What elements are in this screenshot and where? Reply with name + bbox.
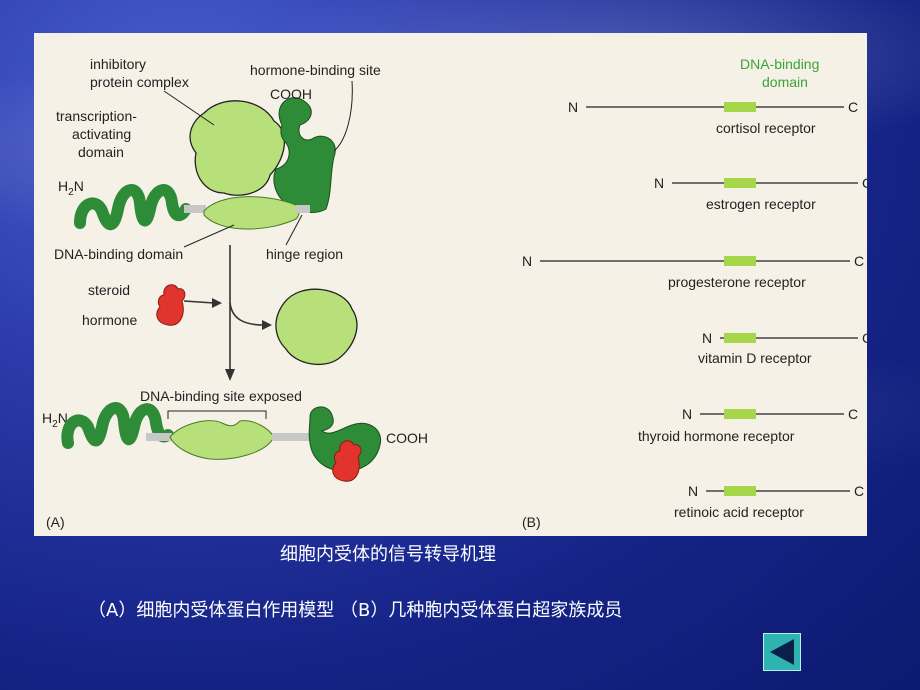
retinoic-c: C	[854, 483, 864, 499]
transcription-domain-bottom	[61, 402, 174, 449]
pointer-dna-domain	[183, 224, 235, 248]
label-cooh-bottom: COOH	[386, 430, 428, 446]
receptor-figure: inhibitory protein complex hormone-bindi…	[34, 33, 867, 536]
cortisol-c: C	[848, 99, 858, 115]
label-steroid-2: hormone	[82, 312, 137, 328]
hormone-arrow-head	[212, 298, 222, 308]
figure-svg: inhibitory protein complex hormone-bindi…	[42, 56, 867, 530]
label-dna-binding-domain: DNA-binding domain	[54, 246, 183, 262]
progesterone-n: N	[522, 253, 532, 269]
back-button[interactable]	[763, 633, 801, 671]
cortisol-n: N	[568, 99, 578, 115]
bound-steroid-hormone	[332, 440, 362, 482]
steroid-hormone	[156, 284, 186, 326]
vitamin-d-n: N	[702, 330, 712, 346]
receptor-label-vitamin-d: vitamin D receptor	[698, 350, 812, 366]
panel-a-label: (A)	[46, 514, 65, 530]
hinge-top	[296, 205, 310, 213]
bracket-exposed	[167, 410, 267, 419]
caption-subtitle: （A）细胞内受体蛋白作用模型 （B）几种胞内受体蛋白超家族成员	[88, 600, 623, 621]
label-transcription-3: domain	[78, 144, 124, 160]
label-h2n-top: H2N	[58, 178, 84, 198]
receptor-label-progesterone: progesterone receptor	[668, 274, 806, 290]
hormone-arrow	[183, 300, 215, 304]
pointer-hinge	[285, 214, 303, 246]
release-arrow	[229, 302, 265, 326]
label-dna-binding-2: domain	[762, 74, 808, 90]
dna-binding-domain-bottom	[169, 420, 275, 460]
flow-arrow-head	[225, 369, 235, 381]
progesterone-dna-domain	[724, 256, 756, 266]
transcription-domain-top	[74, 184, 192, 231]
hinge-bottom	[272, 433, 312, 441]
label-h2n-bottom: H2N	[42, 410, 68, 430]
linker-bottom	[146, 433, 172, 441]
panel-b-label: (B)	[522, 514, 541, 530]
retinoic-n: N	[688, 483, 698, 499]
label-steroid-1: steroid	[88, 282, 130, 298]
triangle-left-icon	[770, 639, 794, 665]
label-transcription-2: activating	[72, 126, 131, 142]
receptor-label-estrogen: estrogen receptor	[706, 196, 816, 212]
label-transcription-1: transcription-	[56, 108, 137, 124]
thyroid-dna-domain	[724, 409, 756, 419]
pointer-hormone-binding	[333, 80, 353, 152]
hormone-binding-domain-bottom	[308, 406, 382, 472]
linker-top	[184, 205, 206, 213]
label-hormone-binding: hormone-binding site	[250, 62, 381, 78]
hormone-binding-domain-top	[273, 97, 336, 213]
pointer-inhibitory	[163, 90, 215, 126]
inhibitory-protein-blob	[189, 100, 285, 196]
estrogen-dna-domain	[724, 178, 756, 188]
progesterone-c: C	[854, 253, 864, 269]
thyroid-n: N	[682, 406, 692, 422]
thyroid-c: C	[848, 406, 858, 422]
label-inhibitory-1: inhibitory	[90, 56, 146, 72]
released-inhibitory-blob	[275, 288, 358, 366]
label-inhibitory-2: protein complex	[90, 74, 189, 90]
receptor-label-retinoic: retinoic acid receptor	[674, 504, 804, 520]
receptor-label-cortisol: cortisol receptor	[716, 120, 816, 136]
release-arrow-head	[262, 320, 272, 330]
receptor-label-thyroid: thyroid hormone receptor	[638, 428, 795, 444]
label-hinge-region: hinge region	[266, 246, 343, 262]
estrogen-c: C	[862, 175, 867, 191]
cortisol-dna-domain	[724, 102, 756, 112]
dna-binding-domain-top	[203, 196, 300, 230]
label-dna-site-exposed: DNA-binding site exposed	[140, 388, 302, 404]
estrogen-n: N	[654, 175, 664, 191]
label-cooh-top: COOH	[270, 86, 312, 102]
retinoic-dna-domain	[724, 486, 756, 496]
vitamin-d-dna-domain	[724, 333, 756, 343]
vitamin-d-c: C	[862, 330, 867, 346]
label-dna-binding-1: DNA-binding	[740, 56, 819, 72]
caption-title: 细胞内受体的信号转导机理	[280, 544, 496, 565]
